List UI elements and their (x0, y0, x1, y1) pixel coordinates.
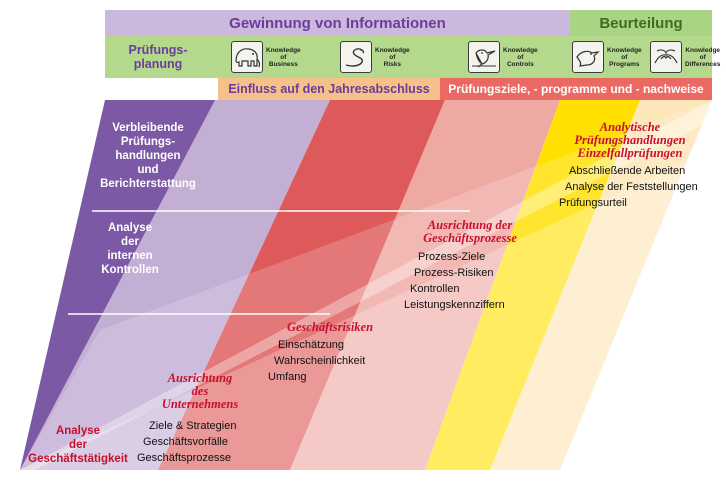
list-item: Umfang (268, 371, 307, 383)
elephant-icon (231, 41, 263, 73)
phase-analyse-kontrollen: Analyse der internen Kontrollen (101, 222, 159, 276)
bird-icon (572, 41, 604, 73)
list-item: Wahrscheinlichkeit (274, 355, 366, 367)
knowledge-programs-label: Knowledge of Programs (607, 46, 642, 68)
header-einfluss: Einfluss auf den Jahresabschluss (218, 78, 440, 100)
hands-icon (650, 41, 682, 73)
list-item: Leistungskennziffern (404, 299, 505, 311)
band-red (158, 100, 445, 470)
overlay-band-1 (20, 100, 712, 470)
block-prozesse-title: Ausrichtung der Geschäftsprozesse (423, 218, 517, 245)
list-item: Analyse der Feststellungen (565, 181, 698, 193)
list-item: Prozess-Ziele (418, 251, 486, 263)
list-item: Ziele & Strategien (149, 420, 237, 432)
list-item: Geschäftsvorfälle (143, 436, 228, 448)
knowledge-differences: Knowledge of Differences (650, 38, 720, 76)
band-lavender (20, 100, 330, 470)
band-cream (490, 100, 712, 470)
block-risiken-title: Geschäftsrisiken (286, 320, 374, 334)
overlay-middle (20, 100, 712, 470)
knowledge-controls-label: Knowledge of Controls (503, 46, 538, 68)
header-beurteilung: Beurteilung (570, 10, 712, 36)
block-risiken-items: Einschätzung Wahrscheinlichkeit Umfang (268, 337, 365, 385)
knowledge-risks: Knowledge of Risks (340, 38, 410, 76)
header-gewinnung: Gewinnung von Informationen (105, 10, 570, 36)
list-item: Einschätzung (278, 339, 345, 351)
knowledge-programs: Knowledge of Programs (572, 38, 642, 76)
list-item: Prüfungsurteil (559, 197, 627, 209)
phase-verbleibende: Verbleibende Prüfungs- handlungen und Be… (100, 122, 196, 190)
knowledge-business: Knowledge of Business (231, 38, 301, 76)
block-prozesse-items: Prozess-Ziele Prozess-Risiken Kontrollen… (404, 249, 505, 313)
list-item: Prozess-Risiken (414, 267, 494, 279)
block-analytische-items: Abschließende Arbeiten Analyse der Fests… (559, 163, 698, 211)
knowledge-controls: Knowledge of Controls (468, 38, 538, 76)
band-yellow (425, 100, 640, 470)
header-pruefungsplanung: Prüfungs- planung (128, 43, 188, 71)
list-item: Abschließende Arbeiten (569, 165, 686, 177)
overlay-lower (20, 150, 712, 470)
band-salmon (290, 100, 560, 470)
list-item: Kontrollen (410, 283, 460, 295)
snake-icon (340, 41, 372, 73)
kingfisher-icon (468, 41, 500, 73)
header-pruefungsziele: Prüfungsziele, - programme und - nachwei… (440, 78, 712, 100)
block-unternehmen-title: Ausrichtung des Unternehmens (161, 371, 239, 411)
phase-analyse-geschaeft: Analyse der Geschäftstätigkeit (28, 425, 128, 465)
knowledge-business-label: Knowledge of Business (266, 46, 301, 68)
knowledge-differences-label: Knowledge of Differences (685, 46, 721, 68)
list-item: Geschäftsprozesse (137, 452, 232, 464)
block-unternehmen-items: Ziele & Strategien Geschäftsvorfälle Ges… (137, 418, 236, 466)
knowledge-risks-label: Knowledge of Risks (375, 46, 410, 68)
knowledge-bar (105, 36, 712, 78)
block-analytische-title: Analytische Prüfungshandlungen Einzelfal… (574, 120, 686, 160)
